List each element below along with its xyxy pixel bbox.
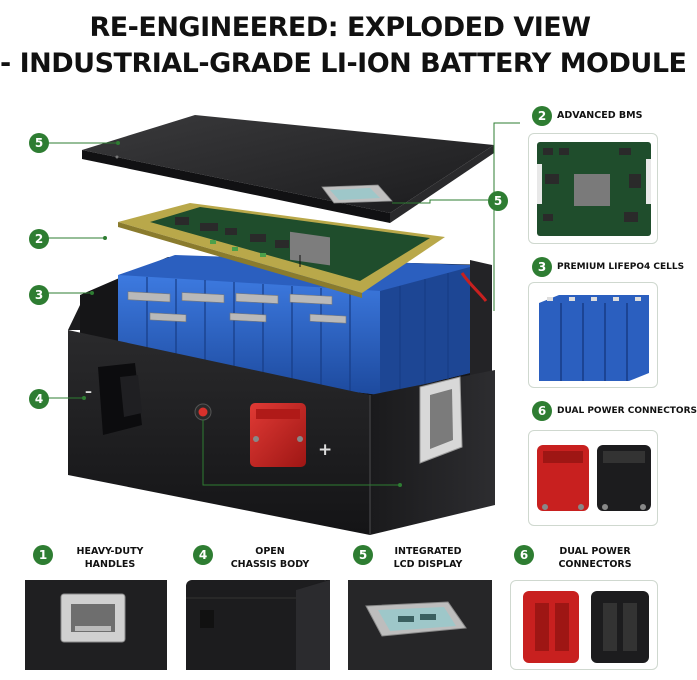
bottom-label-handles-2: HANDLES xyxy=(84,559,136,570)
side-label-cells: PREMIUM LIFEPO4 CELLS xyxy=(557,262,685,272)
terminal-plus-label: + xyxy=(318,440,333,460)
bottom-label-chassis-1: OPEN xyxy=(255,546,285,557)
connectors-bottom-icon xyxy=(523,591,649,663)
callout-badge-lcd: 5 xyxy=(488,191,508,211)
side-badge-cells: 3 xyxy=(532,257,552,277)
side-panel-cells xyxy=(528,282,658,388)
terminal-minus-label: – xyxy=(85,384,92,400)
chassis-body xyxy=(68,305,495,535)
callout-badge-cells: 3 xyxy=(29,285,49,305)
bms-circuit-board xyxy=(118,203,445,298)
connectors-icon xyxy=(537,445,651,511)
side-panel-connectors xyxy=(528,430,658,526)
bottom-label-chassis-2: CHASSIS BODY xyxy=(230,559,310,570)
side-label-connectors: DUAL POWER CONNECTORS xyxy=(557,406,697,416)
bms-board-icon xyxy=(537,142,651,236)
bottom-label-connectors-1: DUAL POWER xyxy=(559,546,631,557)
lid-lcd-display xyxy=(321,184,393,204)
title-line-1: RE-ENGINEERED: EXPLODED VIEW xyxy=(89,12,591,43)
side-label-bms: ADVANCED BMS xyxy=(557,110,643,121)
lcd-icon xyxy=(348,580,492,670)
left-handle xyxy=(98,363,142,435)
bottom-badge-handles: 1 xyxy=(33,545,53,565)
bottom-label-lcd-1: INTEGRATED xyxy=(394,546,462,557)
bottom-badge-chassis: 4 xyxy=(193,545,213,565)
bottom-panel-handles xyxy=(25,580,167,670)
side-badge-connectors: 6 xyxy=(532,401,552,421)
side-panel-bms xyxy=(528,133,658,244)
title-line-2: - INDUSTRIAL-GRADE LI-ION BATTERY MODULE xyxy=(0,48,687,79)
cells-icon xyxy=(539,295,649,381)
chassis-icon xyxy=(186,580,330,670)
bottom-label-connectors-2: CONNECTORS xyxy=(558,559,632,570)
case-lid xyxy=(82,115,494,223)
exploded-battery-illustration xyxy=(48,115,520,535)
bottom-panel-lcd xyxy=(348,580,492,670)
side-handle xyxy=(419,376,463,464)
bottom-panel-connectors xyxy=(510,580,658,670)
power-button xyxy=(194,403,212,421)
bottom-panel-chassis xyxy=(186,580,330,670)
callout-badge-lid: 5 xyxy=(29,133,49,153)
callout-badge-bms: 2 xyxy=(29,229,49,249)
handle-icon xyxy=(25,580,167,670)
side-badge-bms: 2 xyxy=(532,106,552,126)
callout-badge-chassis: 4 xyxy=(29,389,49,409)
bottom-label-lcd-2: LCD DISPLAY xyxy=(393,559,463,570)
bottom-badge-lcd: 5 xyxy=(353,545,373,565)
red-positive-terminal xyxy=(250,403,306,467)
bottom-badge-connectors: 6 xyxy=(514,545,534,565)
bottom-label-handles-1: HEAVY-DUTY xyxy=(76,546,144,557)
